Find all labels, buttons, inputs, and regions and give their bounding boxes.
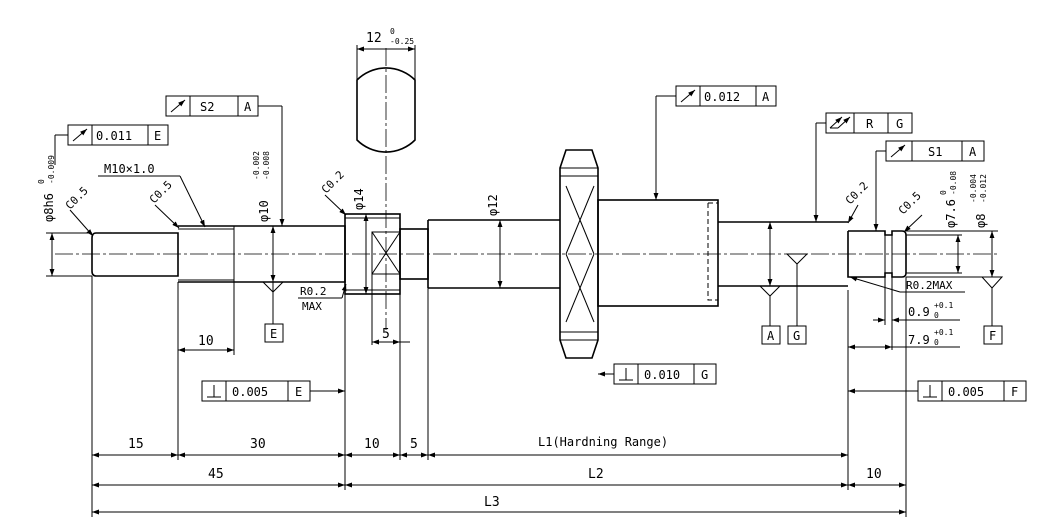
groove-pos-label: 7.9: [908, 333, 930, 347]
svg-text:0.005: 0.005: [948, 385, 984, 399]
svg-text:A: A: [244, 100, 252, 114]
total-runout-frame: R G: [813, 112, 913, 222]
width-12-label: 12: [366, 31, 382, 46]
dia-14-label: φ14: [352, 188, 366, 210]
dia-8h6-tol-lower: -0.009: [47, 155, 56, 184]
svg-text:G: G: [896, 117, 903, 131]
datum-f: F: [965, 276, 1004, 345]
radius-left-label: R0.2: [300, 285, 327, 298]
svg-text:10: 10: [364, 437, 380, 452]
svg-text:L1(Hardning Range): L1(Hardning Range): [538, 435, 668, 449]
dia-8-tol-lower: -0.012: [979, 174, 988, 203]
thread-length-label: 10: [198, 334, 214, 349]
svg-text:L3: L3: [484, 495, 500, 510]
chamfer-c2: C0.5: [147, 178, 175, 206]
svg-text:A: A: [767, 329, 775, 343]
svg-text:E: E: [295, 385, 302, 399]
chamfer-c3: C0.2: [319, 168, 347, 196]
chamfer-c4: C0.2: [843, 179, 871, 207]
perpendicularity-frame-e: 0.005 E: [201, 380, 345, 402]
radius-left-max: MAX: [302, 300, 322, 313]
runout-frame-nut: 0.012 A: [653, 85, 777, 200]
svg-text:S2: S2: [200, 100, 214, 114]
svg-text:E: E: [270, 327, 277, 341]
svg-text:F: F: [1011, 385, 1018, 399]
width-12-tol-upper: 0: [390, 27, 395, 36]
svg-text:45: 45: [208, 467, 224, 482]
thread-label: M10×1.0: [104, 162, 155, 176]
dia-10-tol-lower: -0.008: [262, 151, 271, 180]
dia-10-tol-upper: -0.002: [252, 151, 261, 180]
datum-a: A: [758, 285, 782, 345]
dia-8h6-tol-upper: 0: [37, 179, 46, 184]
datum-e: E: [261, 281, 285, 343]
runout-frame-s2: S2 A: [165, 95, 285, 226]
chamfer-c1: C0.5: [63, 184, 91, 212]
groove-pos-tol-lower: 0: [934, 338, 939, 347]
svg-text:0.005: 0.005: [232, 385, 268, 399]
svg-text:A: A: [969, 145, 977, 159]
dia-10-label: φ10: [257, 200, 271, 222]
svg-text:G: G: [793, 329, 800, 343]
dia-7-6-tol-upper: 0: [939, 190, 948, 195]
svg-text:S1: S1: [928, 145, 942, 159]
section-view: 12 0 -0.25: [356, 27, 416, 153]
dia-12-label: φ12: [486, 194, 500, 216]
svg-text:15: 15: [128, 437, 144, 452]
svg-text:30: 30: [250, 437, 266, 452]
groove-width-tol-lower: 0: [934, 311, 939, 320]
flat-width-label: 5: [382, 327, 390, 342]
dia-8-label: φ8: [974, 214, 988, 228]
radius-right-label: R0.2MAX: [906, 279, 953, 292]
svg-text:F: F: [989, 329, 996, 343]
width-12-tol-lower: -0.25: [390, 37, 414, 46]
dia-8-tol-upper: -0.004: [969, 174, 978, 203]
svg-text:0.012: 0.012: [704, 90, 740, 104]
bottom-dimensions: 15 30 10 5 L1(Hardning Range) 45 L2 10 L…: [91, 276, 907, 517]
datum-g: G: [785, 253, 809, 345]
chamfer-c5: C0.5: [896, 189, 924, 217]
svg-text:E: E: [154, 129, 161, 143]
dia-7-6-tol-lower: -0.08: [949, 171, 958, 195]
svg-text:5: 5: [410, 437, 418, 452]
perpendicularity-frame-g: 0.010 G: [598, 363, 717, 385]
groove-pos-tol-upper: +0.1: [934, 328, 953, 337]
svg-text:R: R: [866, 117, 874, 131]
svg-text:0.010: 0.010: [644, 368, 680, 382]
svg-text:A: A: [762, 90, 770, 104]
svg-text:0.011: 0.011: [96, 129, 132, 143]
groove-width-label: 0.9: [908, 305, 930, 319]
dia-8h6-label: φ8h6: [42, 193, 56, 222]
perpendicularity-frame-f: 0.005 F: [848, 380, 1027, 402]
svg-text:L2: L2: [588, 467, 604, 482]
groove-width-tol-upper: +0.1: [934, 301, 953, 310]
svg-text:10: 10: [866, 467, 882, 482]
svg-text:G: G: [701, 368, 708, 382]
dia-7-6-label: φ7.6: [944, 199, 958, 228]
runout-frame-e: 0.011 E: [54, 124, 169, 165]
flange: [559, 149, 599, 359]
runout-frame-s1: S1 A: [873, 140, 985, 231]
